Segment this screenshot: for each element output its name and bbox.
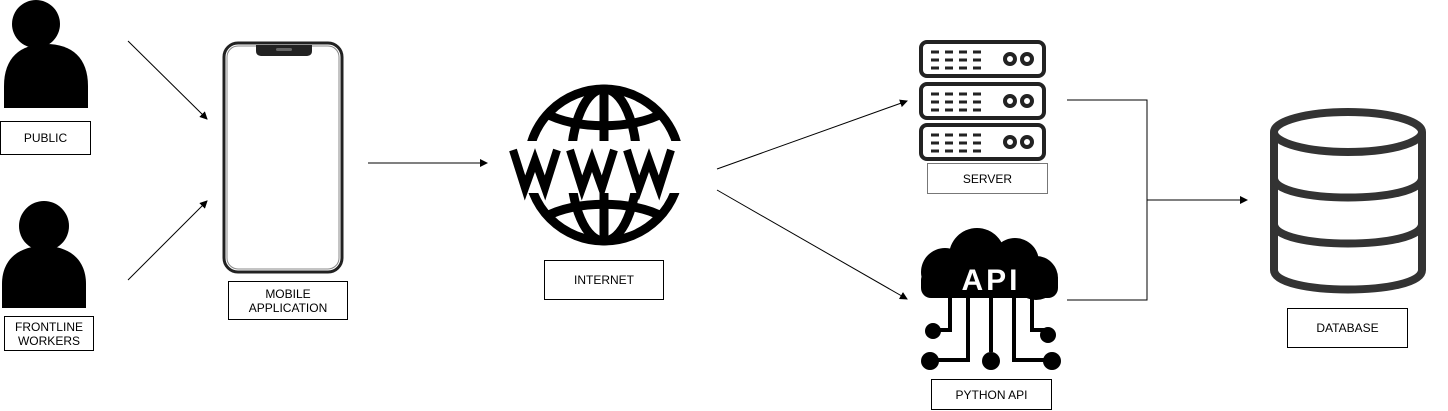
server-rack-icon (919, 40, 1046, 161)
database-label: DATABASE (1287, 308, 1408, 348)
python-api-label: PYTHON API (931, 379, 1052, 410)
public-label: PUBLIC (0, 121, 91, 155)
edge-internet-to-server (716, 99, 908, 170)
api-label: API (961, 264, 1020, 297)
edge-api-to-database (1067, 200, 1148, 301)
frontline-workers-label: FRONTLINE WORKERS (4, 316, 94, 351)
person-icon (4, 0, 88, 108)
edge-frontline-to-mobile (127, 200, 208, 281)
server-label: SERVER (927, 163, 1048, 194)
edge-public-to-mobile (127, 40, 208, 120)
mobile-application-label: MOBILE APPLICATION (228, 281, 348, 320)
person-icon (2, 201, 86, 308)
www-globe-icon (508, 84, 700, 246)
edge-internet-to-api (716, 189, 908, 300)
database-icon (1270, 108, 1426, 294)
internet-label: INTERNET (544, 260, 664, 300)
smartphone-icon (222, 41, 344, 274)
connector-lines (127, 40, 1248, 301)
api-cloud-icon: API (921, 228, 1061, 370)
edge-server-to-database (1067, 99, 1148, 200)
